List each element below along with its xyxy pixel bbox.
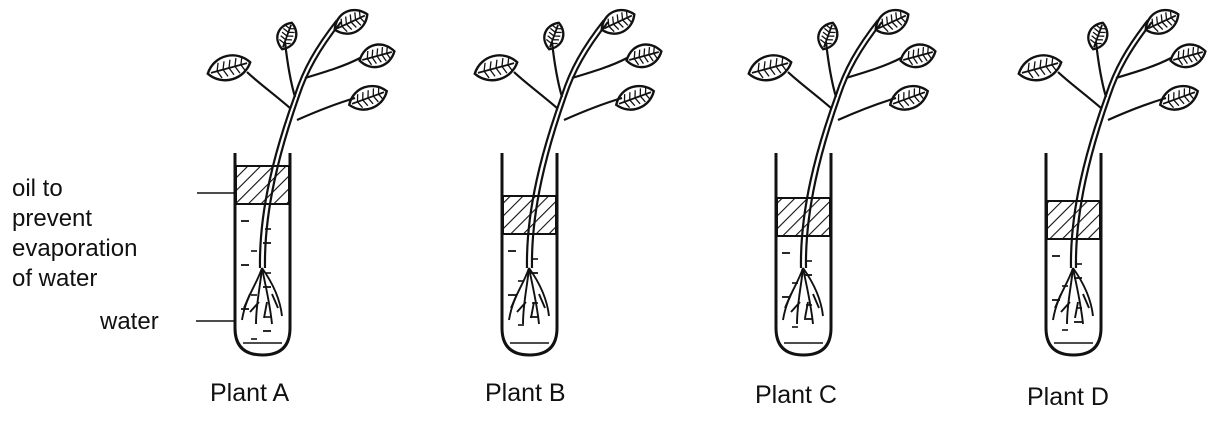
plant-d-leaf-5 (1156, 81, 1201, 115)
label-leader-lines (196, 193, 236, 321)
plant-c-assembly (746, 4, 939, 355)
oil-label-line-4: of water (12, 264, 137, 294)
plant-a-leaf-1 (205, 51, 254, 85)
plant-c-leaf-2 (814, 20, 841, 53)
plant-a-leaf-3 (330, 4, 372, 39)
oil-label-line-1: oil to (12, 174, 137, 204)
plant-b-assembly (472, 4, 665, 355)
plant-d-assembly (1016, 4, 1209, 355)
oil-label-line-3: evaporation (12, 234, 137, 264)
plant-c-water (779, 238, 828, 329)
plant-b-leaf-4 (624, 40, 664, 71)
plant-a-assembly (205, 4, 398, 355)
plant-a-label: Plant A (210, 379, 289, 408)
plant-c-label: Plant C (755, 381, 837, 410)
plant-a-leaf-4 (357, 40, 397, 71)
plant-b-label: Plant B (485, 379, 566, 408)
plant-c-leaf-3 (871, 4, 913, 39)
plant-b-leaf-5 (612, 81, 657, 115)
plant-c-leaf-5 (886, 81, 931, 115)
plant-c-leaf-4 (898, 40, 938, 71)
plant-b-leaf-2 (540, 20, 567, 53)
plant-a-oil-layer (236, 166, 289, 204)
plant-a-leaf-5 (345, 81, 390, 115)
plant-a-leaf-2 (273, 20, 300, 53)
plant-b-leaf-1 (472, 51, 521, 85)
plant-d-leaf-1 (1016, 51, 1065, 85)
plant-b-leaf-3 (597, 4, 639, 39)
oil-label: oil to prevent evaporation of water (12, 174, 137, 294)
plant-d-water (1049, 241, 1098, 329)
plant-d-leaf-4 (1168, 40, 1208, 71)
plant-d-label: Plant D (1027, 383, 1109, 412)
plant-d-leaf-2 (1084, 20, 1111, 53)
oil-label-line-2: prevent (12, 204, 137, 234)
plant-b-water (505, 236, 554, 329)
water-label: water (100, 307, 159, 337)
plant-c-leaf-1 (746, 51, 795, 85)
plant-d-leaf-3 (1141, 4, 1183, 39)
